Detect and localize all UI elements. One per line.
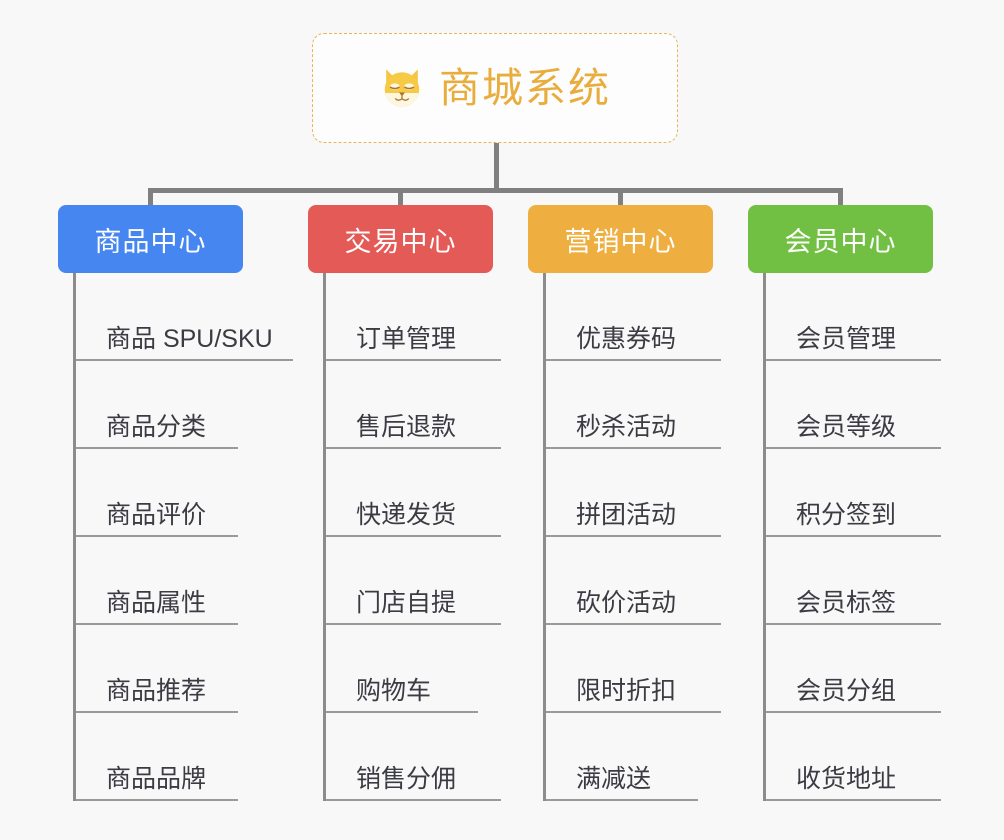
leaf-item[interactable]: 商品分类 bbox=[76, 361, 310, 449]
leaf-label: 秒杀活动 bbox=[576, 412, 677, 441]
leaf-underline bbox=[766, 447, 941, 449]
leaf-underline bbox=[546, 711, 721, 713]
leaf-item[interactable]: 满减送 bbox=[546, 713, 750, 801]
leaf-underline bbox=[326, 359, 501, 361]
leaf-label: 商品 SPU/SKU bbox=[106, 324, 273, 353]
leaf-underline bbox=[766, 711, 941, 713]
category-title-3: 会员中心 bbox=[784, 226, 897, 257]
leaf-item[interactable]: 砍价活动 bbox=[546, 537, 750, 625]
leaf-underline bbox=[326, 623, 501, 625]
leaf-label: 商品推荐 bbox=[106, 676, 207, 705]
root-title: 商城系统 bbox=[439, 64, 611, 111]
leaf-item[interactable]: 会员管理 bbox=[766, 273, 970, 361]
connector-root-stem bbox=[494, 143, 499, 191]
leaf-label: 收货地址 bbox=[796, 764, 897, 793]
leaf-underline bbox=[766, 359, 941, 361]
leaf-underline bbox=[76, 535, 238, 537]
leaf-item[interactable]: 快递发货 bbox=[326, 449, 530, 537]
connector-horizontal-bus bbox=[148, 188, 840, 193]
category-header-0[interactable]: 商品中心 bbox=[58, 205, 243, 273]
connector-drop-3 bbox=[838, 188, 843, 210]
leaf-item[interactable]: 拼团活动 bbox=[546, 449, 750, 537]
leaf-label: 购物车 bbox=[356, 676, 432, 705]
leaf-underline bbox=[766, 799, 941, 801]
leaf-label: 销售分佣 bbox=[356, 764, 457, 793]
leaf-underline bbox=[546, 535, 721, 537]
leaf-label: 商品分类 bbox=[106, 412, 207, 441]
leaf-item[interactable]: 收货地址 bbox=[766, 713, 970, 801]
leaf-underline bbox=[326, 535, 501, 537]
leaf-label: 订单管理 bbox=[356, 324, 457, 353]
category-title-0: 商品中心 bbox=[94, 226, 207, 257]
leaf-underline bbox=[326, 711, 478, 713]
leaf-label: 积分签到 bbox=[796, 500, 897, 529]
leaf-label: 商品品牌 bbox=[106, 764, 207, 793]
leaf-underline bbox=[76, 711, 238, 713]
leaf-underline bbox=[546, 359, 721, 361]
category-header-2[interactable]: 营销中心 bbox=[528, 205, 713, 273]
leaf-item[interactable]: 商品品牌 bbox=[76, 713, 310, 801]
category-title-1: 交易中心 bbox=[344, 226, 457, 257]
leaf-item[interactable]: 销售分佣 bbox=[326, 713, 530, 801]
category-header-1[interactable]: 交易中心 bbox=[308, 205, 493, 273]
leaf-list-0: 商品 SPU/SKU 商品分类 商品评价 商品属性 商品推荐 商品品牌 bbox=[73, 273, 310, 801]
leaf-underline bbox=[546, 799, 698, 801]
leaf-label: 会员分组 bbox=[796, 676, 897, 705]
leaf-label: 会员标签 bbox=[796, 588, 897, 617]
leaf-item[interactable]: 会员等级 bbox=[766, 361, 970, 449]
leaf-item[interactable]: 商品评价 bbox=[76, 449, 310, 537]
branch-column-1: 交易中心 订单管理 售后退款 快递发货 门店自提 购物车 bbox=[308, 205, 530, 801]
leaf-item[interactable]: 积分签到 bbox=[766, 449, 970, 537]
leaf-label: 砍价活动 bbox=[576, 588, 677, 617]
leaf-underline bbox=[546, 447, 721, 449]
branch-column-3: 会员中心 会员管理 会员等级 积分签到 会员标签 会员分组 bbox=[748, 205, 970, 801]
leaf-item[interactable]: 商品 SPU/SKU bbox=[76, 273, 310, 361]
connector-drop-0 bbox=[148, 188, 153, 210]
connector-drop-1 bbox=[398, 188, 403, 210]
branch-column-0: 商品中心 商品 SPU/SKU 商品分类 商品评价 商品属性 商品推荐 bbox=[58, 205, 310, 801]
leaf-label: 拼团活动 bbox=[576, 500, 677, 529]
leaf-label: 会员管理 bbox=[796, 324, 897, 353]
leaf-label: 售后退款 bbox=[356, 412, 457, 441]
leaf-label: 门店自提 bbox=[356, 588, 457, 617]
leaf-underline bbox=[766, 535, 941, 537]
leaf-label: 商品评价 bbox=[106, 500, 207, 529]
leaf-underline bbox=[76, 447, 238, 449]
leaf-item[interactable]: 订单管理 bbox=[326, 273, 530, 361]
leaf-item[interactable]: 商品属性 bbox=[76, 537, 310, 625]
leaf-list-2: 优惠券码 秒杀活动 拼团活动 砍价活动 限时折扣 满减送 bbox=[543, 273, 750, 801]
leaf-item[interactable]: 会员分组 bbox=[766, 625, 970, 713]
leaf-underline bbox=[766, 623, 941, 625]
leaf-item[interactable]: 购物车 bbox=[326, 625, 530, 713]
leaf-list-3: 会员管理 会员等级 积分签到 会员标签 会员分组 收货地址 bbox=[763, 273, 970, 801]
leaf-item[interactable]: 售后退款 bbox=[326, 361, 530, 449]
leaf-label: 优惠券码 bbox=[576, 324, 677, 353]
root-node-content: 商城系统 bbox=[379, 65, 611, 111]
leaf-item[interactable]: 门店自提 bbox=[326, 537, 530, 625]
category-title-2: 营销中心 bbox=[564, 226, 677, 257]
leaf-item[interactable]: 商品推荐 bbox=[76, 625, 310, 713]
shiba-dog-icon bbox=[384, 69, 420, 107]
root-node[interactable]: 商城系统 bbox=[312, 33, 678, 143]
connector-drop-2 bbox=[618, 188, 623, 210]
branch-column-2: 营销中心 优惠券码 秒杀活动 拼团活动 砍价活动 限时折扣 bbox=[528, 205, 750, 801]
leaf-label: 快递发货 bbox=[356, 500, 457, 529]
leaf-item[interactable]: 限时折扣 bbox=[546, 625, 750, 713]
leaf-underline bbox=[76, 799, 238, 801]
leaf-underline bbox=[76, 623, 238, 625]
leaf-list-1: 订单管理 售后退款 快递发货 门店自提 购物车 销售分佣 bbox=[323, 273, 530, 801]
leaf-label: 商品属性 bbox=[106, 588, 207, 617]
leaf-label: 会员等级 bbox=[796, 412, 897, 441]
leaf-underline bbox=[326, 447, 501, 449]
leaf-label: 满减送 bbox=[576, 764, 652, 793]
category-header-3[interactable]: 会员中心 bbox=[748, 205, 933, 273]
leaf-item[interactable]: 优惠券码 bbox=[546, 273, 750, 361]
leaf-item[interactable]: 会员标签 bbox=[766, 537, 970, 625]
leaf-item[interactable]: 秒杀活动 bbox=[546, 361, 750, 449]
leaf-underline bbox=[326, 799, 501, 801]
leaf-underline bbox=[76, 359, 293, 361]
leaf-label: 限时折扣 bbox=[576, 676, 677, 705]
leaf-underline bbox=[546, 623, 721, 625]
